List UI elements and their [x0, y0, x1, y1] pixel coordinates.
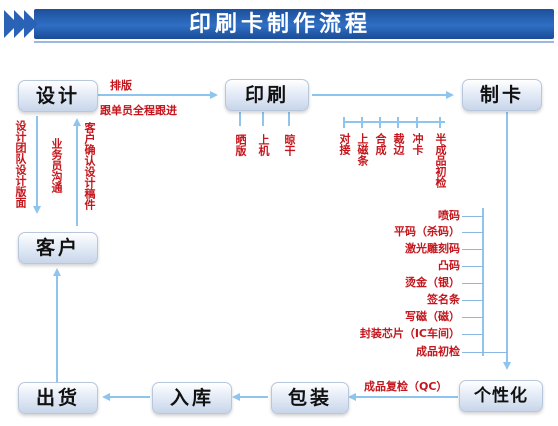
card-step: 裁边: [392, 133, 405, 155]
label-final-qc: 成品复检（QC）: [364, 380, 448, 393]
step-tick: [462, 266, 483, 267]
step-tick: [462, 249, 483, 250]
node-customer: 客户: [18, 232, 98, 264]
step-tick: [462, 216, 483, 217]
card-step: 对接: [338, 133, 351, 155]
node-personalize: 个性化: [459, 380, 543, 412]
personalize-step: 凸码: [438, 259, 460, 272]
personalize-step: 激光雕刻码: [405, 242, 460, 255]
card-step: 半成品初检: [434, 133, 447, 188]
step-tick: [462, 300, 483, 301]
node-warehouse: 入库: [152, 382, 232, 414]
personalize-step: 成品初检: [416, 345, 460, 358]
personalize-step: 平码（杀码）: [394, 225, 460, 238]
step-tick: [462, 283, 483, 284]
chevron-icon: [24, 10, 38, 38]
node-print: 印刷: [225, 79, 309, 111]
print-step: 晾干: [283, 134, 296, 156]
personalize-step: 签名条: [427, 293, 460, 306]
title-bar: [34, 9, 554, 39]
node-package: 包装: [271, 382, 349, 414]
node-ship: 出货: [18, 382, 98, 414]
print-step: 晒版: [234, 134, 247, 156]
card-step: 冲卡: [411, 133, 424, 155]
personalize-step: 喷码: [438, 209, 460, 222]
personalize-step: 写磁（磁）: [405, 310, 460, 323]
label-typeset: 排版: [110, 79, 132, 92]
step-tick: [462, 334, 483, 335]
label-follow: 跟单员全程跟进: [100, 104, 177, 117]
title-divider: [34, 41, 554, 43]
step-tick: [462, 317, 483, 318]
print-step: 上机: [257, 134, 270, 156]
node-card: 制卡: [462, 79, 542, 111]
step-tick: [462, 232, 483, 233]
label-confirm: 客户确认设计稿件: [83, 122, 96, 210]
step-tick: [462, 352, 507, 353]
card-step: 上磁条: [356, 133, 369, 166]
page-title: 印刷卡制作流程: [188, 11, 371, 37]
personalize-step: 烫金（银）: [405, 276, 460, 289]
personalize-step: 封装芯片（IC车间）: [359, 327, 460, 340]
node-design: 设计: [18, 80, 98, 112]
label-sales: 业务员沟通: [50, 138, 63, 193]
card-step: 合成: [374, 133, 387, 155]
label-design-team: 设计团队设计版面: [14, 120, 27, 208]
